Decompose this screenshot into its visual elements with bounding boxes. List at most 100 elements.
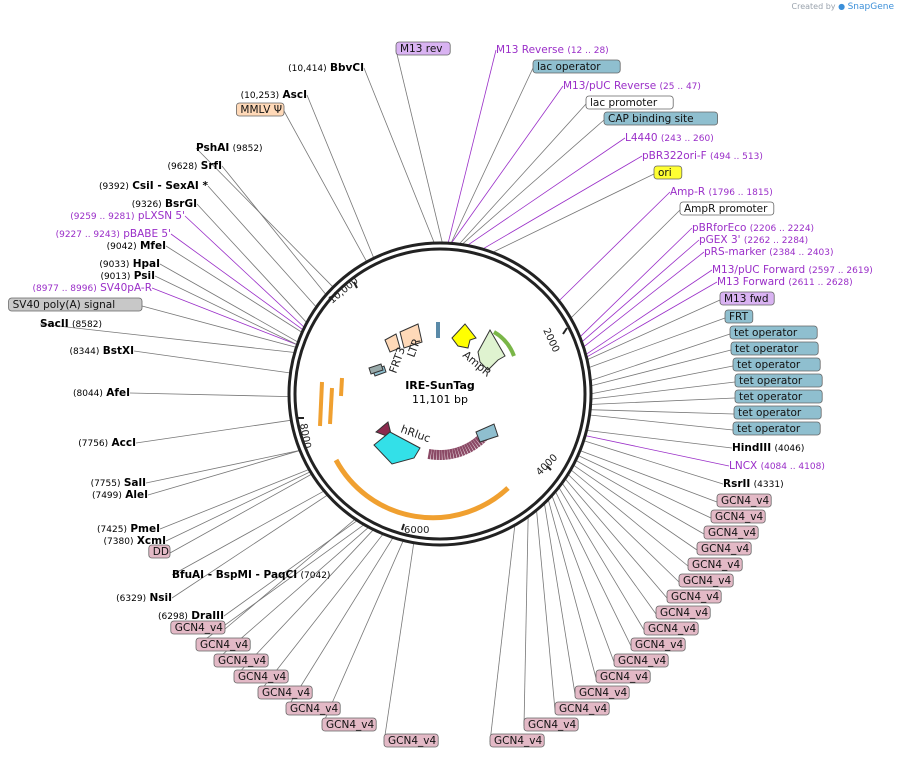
label-name: SV40pA-R bbox=[100, 282, 152, 294]
leader-line-gcn4-v4 bbox=[383, 541, 415, 743]
feature-name: M13 fwd bbox=[724, 293, 769, 305]
box-label-cap-binding-site[interactable]: CAP binding site bbox=[603, 111, 718, 126]
enzyme-label-rsrii[interactable]: RsrII (4331) bbox=[723, 478, 784, 490]
box-label-gcn4-v4[interactable]: GCN4_v4 bbox=[213, 653, 269, 668]
box-label-lac-operator[interactable]: lac operator bbox=[532, 59, 621, 74]
enzyme-label-acci[interactable]: (7756) AccI bbox=[78, 437, 136, 449]
enzyme-label-alei[interactable]: (7499) AleI bbox=[92, 489, 148, 501]
box-label-m13-fwd[interactable]: M13 fwd bbox=[719, 291, 775, 306]
box-label-tet-operator[interactable]: tet operator bbox=[729, 325, 818, 340]
box-label-gcn4-v4[interactable]: GCN4_v4 bbox=[321, 717, 377, 732]
box-label-gcn4-v4[interactable]: GCN4_v4 bbox=[643, 621, 699, 636]
box-label-gcn4-v4[interactable]: GCN4_v4 bbox=[170, 620, 226, 635]
primer-label-m13-puc-forward[interactable]: M13/pUC Forward (2597 .. 2619) bbox=[712, 264, 873, 276]
enzyme-label-xcmi[interactable]: (7380) XcmI bbox=[104, 535, 166, 547]
feature-box bbox=[724, 309, 754, 324]
enzyme-label-bbvci[interactable]: (10,414) BbvCI bbox=[288, 62, 364, 74]
box-label-tet-operator[interactable]: tet operator bbox=[732, 421, 821, 436]
primer-label-sv40pa-r[interactable]: (8977 .. 8996) SV40pA-R bbox=[32, 282, 152, 294]
box-label-gcn4-v4[interactable]: GCN4_v4 bbox=[285, 701, 341, 716]
enzyme-label-mfei[interactable]: (9042) MfeI bbox=[107, 240, 166, 252]
label-name: pBABE 5' bbox=[123, 228, 171, 240]
box-label-tet-operator[interactable]: tet operator bbox=[733, 405, 822, 420]
inner-features bbox=[318, 322, 516, 521]
enzyme-label-hindiii[interactable]: HindIII (4046) bbox=[732, 442, 804, 454]
box-label-gcn4-v4[interactable]: GCN4_v4 bbox=[666, 589, 722, 604]
primer-label-m13-puc-reverse[interactable]: M13/pUC Reverse (25 .. 47) bbox=[563, 80, 701, 92]
box-label-lac-promoter[interactable]: lac promoter bbox=[585, 95, 674, 110]
box-label-ori[interactable]: ori bbox=[653, 165, 683, 180]
primer-label-lncx[interactable]: LNCX (4084 .. 4108) bbox=[729, 460, 825, 472]
primer-label-prs-marker[interactable]: pRS-marker (2384 .. 2403) bbox=[704, 246, 834, 258]
box-label-mmlv[interactable]: MMLV Ψ bbox=[235, 102, 285, 117]
leader-line-csii-sexai bbox=[207, 185, 318, 309]
primer-label-pgex-3[interactable]: pGEX 3' (2262 .. 2284) bbox=[699, 234, 808, 246]
leader-line-mfei bbox=[165, 245, 304, 334]
svg-text:LNCX (4084 .. 4108): LNCX (4084 .. 4108) bbox=[729, 460, 825, 472]
primer-label-pbabe-5[interactable]: (9227 .. 9243) pBABE 5' bbox=[56, 228, 171, 240]
box-label-sv40-poly-a-signal[interactable]: SV40 poly(A) signal bbox=[8, 297, 143, 312]
feature-name: GCN4_v4 bbox=[528, 719, 576, 731]
box-label-dd[interactable]: DD bbox=[148, 544, 171, 559]
enzyme-label-srfi[interactable]: (9628) SrfI bbox=[168, 160, 223, 172]
primer-label-m13-forward[interactable]: M13 Forward (2611 .. 2628) bbox=[717, 276, 853, 288]
box-label-gcn4-v4[interactable]: GCN4_v4 bbox=[687, 557, 743, 572]
box-label-frt[interactable]: FRT bbox=[724, 309, 754, 324]
leader-line-bstxi bbox=[133, 350, 292, 374]
enzyme-label-nsii[interactable]: (6329) NsiI bbox=[116, 592, 172, 604]
gcn4-stripe bbox=[470, 439, 479, 450]
feature-name: tet operator bbox=[737, 423, 801, 435]
primer-label-amp-r[interactable]: Amp-R (1796 .. 1815) bbox=[670, 186, 773, 198]
box-label-m13-rev[interactable]: M13 rev bbox=[395, 41, 451, 56]
box-label-gcn4-v4[interactable]: GCN4_v4 bbox=[613, 653, 669, 668]
box-label-tet-operator[interactable]: tet operator bbox=[730, 341, 819, 356]
gcn4-stripe bbox=[449, 448, 454, 460]
box-label-ampr-promoter[interactable]: AmpR promoter bbox=[679, 201, 775, 216]
box-label-gcn4-v4[interactable]: GCN4_v4 bbox=[595, 669, 651, 684]
enzyme-label-bstxi[interactable]: (8344) BstXI bbox=[69, 345, 134, 357]
box-label-gcn4-v4[interactable]: GCN4_v4 bbox=[523, 717, 579, 732]
box-label-gcn4-v4[interactable]: GCN4_v4 bbox=[710, 509, 766, 524]
box-label-gcn4-v4[interactable]: GCN4_v4 bbox=[233, 669, 289, 684]
enzyme-label-bsrgi[interactable]: (9326) BsrGI bbox=[132, 198, 197, 210]
box-label-gcn4-v4[interactable]: GCN4_v4 bbox=[383, 733, 439, 748]
enzyme-label-psii[interactable]: (9013) PsiI bbox=[100, 270, 155, 282]
enzyme-label-draiii[interactable]: (6298) DraIII bbox=[158, 610, 224, 622]
primer-label-pbr322ori-f[interactable]: pBR322ori-F (494 .. 513) bbox=[642, 150, 763, 162]
amp-green-arc bbox=[492, 330, 516, 357]
leader-line-plxsn-5 bbox=[184, 215, 306, 329]
box-label-gcn4-v4[interactable]: GCN4_v4 bbox=[630, 637, 686, 652]
box-label-tet-operator[interactable]: tet operator bbox=[734, 373, 823, 388]
box-label-tet-operator[interactable]: tet operator bbox=[732, 357, 821, 372]
enzyme-label-pshai[interactable]: PshAI (9852) bbox=[196, 142, 263, 154]
box-label-gcn4-v4[interactable]: GCN4_v4 bbox=[696, 541, 752, 556]
box-label-gcn4-v4[interactable]: GCN4_v4 bbox=[716, 493, 772, 508]
enzyme-label-bfuai-bspmi-paqci[interactable]: BfuAI - BspMI - PaqCI (7042) bbox=[172, 569, 330, 581]
leader-line-frt bbox=[587, 317, 726, 369]
enzyme-label-pmei[interactable]: (7425) PmeI bbox=[97, 523, 160, 535]
feature-name: GCN4_v4 bbox=[660, 607, 708, 619]
box-label-gcn4-v4[interactable]: GCN4_v4 bbox=[678, 573, 734, 588]
enzyme-label-sacii[interactable]: SacII (8582) bbox=[40, 318, 102, 330]
primer-label-l4440[interactable]: L4440 (243 .. 260) bbox=[625, 132, 714, 144]
enzyme-label-afei[interactable]: (8044) AfeI bbox=[73, 387, 130, 399]
box-label-tet-operator[interactable]: tet operator bbox=[734, 389, 823, 404]
label-position: (7042) bbox=[301, 571, 331, 581]
enzyme-label-asci[interactable]: (10,253) AscI bbox=[241, 89, 307, 101]
box-label-gcn4-v4[interactable]: GCN4_v4 bbox=[489, 733, 545, 748]
primer-label-plxsn-5[interactable]: (9259 .. 9281) pLXSN 5' bbox=[70, 210, 185, 222]
box-label-gcn4-v4[interactable]: GCN4_v4 bbox=[655, 605, 711, 620]
box-label-gcn4-v4[interactable]: GCN4_v4 bbox=[195, 637, 251, 652]
enzyme-label-csii-sexai[interactable]: (9392) CsiI - SexAI * bbox=[99, 180, 209, 192]
box-label-gcn4-v4[interactable]: GCN4_v4 bbox=[554, 701, 610, 716]
primer-label-pbrforeco[interactable]: pBRforEco (2206 .. 2224) bbox=[692, 222, 814, 234]
primer-label-m13-reverse[interactable]: M13 Reverse (12 .. 28) bbox=[496, 44, 609, 56]
enzyme-label-hpai[interactable]: (9033) HpaI bbox=[99, 258, 160, 270]
box-label-gcn4-v4[interactable]: GCN4_v4 bbox=[703, 525, 759, 540]
box-label-gcn4-v4[interactable]: GCN4_v4 bbox=[574, 685, 630, 700]
leader-line-l4440 bbox=[465, 137, 626, 247]
feature-name: GCN4_v4 bbox=[262, 687, 310, 699]
enzyme-label-sali[interactable]: (7755) SalI bbox=[91, 477, 146, 489]
box-label-gcn4-v4[interactable]: GCN4_v4 bbox=[257, 685, 313, 700]
feature-name: MMLV Ψ bbox=[240, 104, 282, 116]
